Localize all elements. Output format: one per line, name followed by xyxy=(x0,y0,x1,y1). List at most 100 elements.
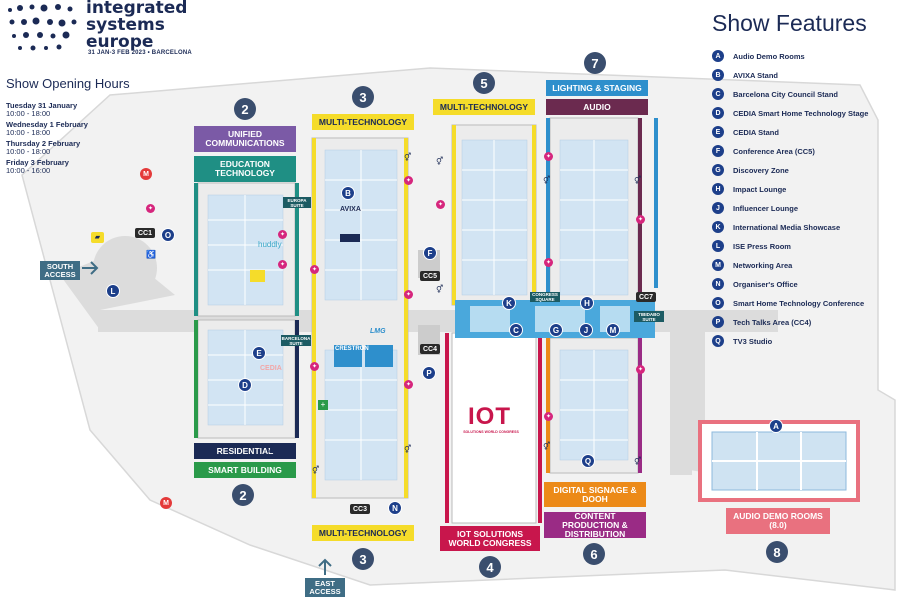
map-marker-g[interactable]: G xyxy=(549,323,563,337)
service-point-icon: ✦ xyxy=(544,412,553,421)
hall-label-lighting-staging[interactable]: LIGHTING & STAGING xyxy=(546,80,648,96)
hall-label-smart-building[interactable]: SMART BUILDING xyxy=(194,462,296,478)
map-marker-a[interactable]: A xyxy=(769,419,783,433)
hall-label-audio-demo-rooms[interactable]: AUDIO DEMO ROOMS (8.0) xyxy=(726,508,830,534)
map-marker-e[interactable]: E xyxy=(252,346,266,360)
cedia-logo: CEDIA xyxy=(260,365,282,372)
tibidabo-suite-label[interactable]: TIBIDABO SUITE xyxy=(634,311,664,322)
hall-label-residential[interactable]: RESIDENTIAL xyxy=(194,443,296,459)
service-point-icon: ✦ xyxy=(278,260,287,269)
hall-label-digital-signage[interactable]: DIGITAL SIGNAGE & DOOH xyxy=(544,482,646,507)
feature-label: Discovery Zone xyxy=(733,165,789,175)
feature-label: Smart Home Technology Conference xyxy=(733,298,865,308)
toilet-icon: ⚥ xyxy=(404,153,412,162)
map-marker-c[interactable]: C xyxy=(509,323,523,337)
hall-label-audio[interactable]: AUDIO xyxy=(546,99,648,115)
europa-suite-label[interactable]: EUROPA SUITE xyxy=(283,197,311,208)
toilet-icon: ⚥ xyxy=(543,176,551,185)
cc3-label[interactable]: CC3 xyxy=(350,504,370,514)
map-marker-l[interactable]: L xyxy=(106,284,120,298)
iot-logo: IOT xyxy=(468,403,511,430)
feature-label: CEDIA Smart Home Technology Stage xyxy=(733,108,869,118)
feature-label: Tech Talks Area (CC4) xyxy=(733,317,812,327)
east-access-label[interactable]: EAST ACCESS xyxy=(305,578,345,597)
toilet-icon: ⚥ xyxy=(543,442,551,451)
congress-square-label[interactable]: CONGRESS SQUARE xyxy=(530,292,560,302)
map-marker-j[interactable]: J xyxy=(579,323,593,337)
service-point-icon: ✦ xyxy=(544,258,553,267)
service-point-icon: ✦ xyxy=(146,204,155,213)
hall-label-multi-technology-5[interactable]: MULTI-TECHNOLOGY xyxy=(433,99,535,115)
map-marker-b[interactable]: B xyxy=(341,186,355,200)
hall-number-4[interactable]: 4 xyxy=(479,556,501,578)
service-point-icon: ✦ xyxy=(310,265,319,274)
toilet-icon: ⚥ xyxy=(436,157,444,166)
service-point-icon: ✦ xyxy=(404,290,413,299)
hall-number-2[interactable]: 2 xyxy=(232,484,254,506)
lmg-logo: LMG xyxy=(370,328,386,335)
logo-dates: 31 JAN-3 FEB 2023 • BARCELONA xyxy=(88,50,192,56)
barcelona-suite-label[interactable]: BARCELONA SUITE xyxy=(281,335,311,346)
logo-line: integrated xyxy=(86,0,188,18)
hall-label-multi-technology-3[interactable]: MULTI-TECHNOLOGY xyxy=(312,525,414,541)
feature-letter-badge: F xyxy=(712,145,724,157)
hours-day: Friday 3 February xyxy=(6,158,69,167)
map-marker-o[interactable]: O xyxy=(161,228,175,242)
hours-day: Thursday 2 February xyxy=(6,139,81,148)
map-marker-k[interactable]: K xyxy=(502,296,516,310)
logo-line: europe xyxy=(86,32,154,52)
hall-number-8[interactable]: 8 xyxy=(766,541,788,563)
service-point-icon: ✦ xyxy=(404,380,413,389)
hall-label-content-production[interactable]: CONTENT PRODUCTION & DISTRIBUTION xyxy=(544,511,646,538)
hall-label-education-technology[interactable]: EDUCATION TECHNOLOGY xyxy=(194,156,296,182)
hall-number-3[interactable]: 3 xyxy=(352,548,374,570)
map-marker-d[interactable]: D xyxy=(238,378,252,392)
hall-number-2[interactable]: 2 xyxy=(234,98,256,120)
hours-time: 10:00 - 16:00 xyxy=(6,166,51,175)
cc5-label[interactable]: CC5 xyxy=(420,271,440,281)
hall-number-3[interactable]: 3 xyxy=(352,86,374,108)
cc4-label[interactable]: CC4 xyxy=(420,344,440,354)
map-marker-h[interactable]: H xyxy=(580,296,594,310)
south-access-label[interactable]: SOUTH ACCESS xyxy=(40,261,80,280)
feature-label: Barcelona City Council Stand xyxy=(733,89,839,99)
toilet-icon: ⚥ xyxy=(634,176,642,185)
hall-label-iot-solutions[interactable]: IOT SOLUTIONS WORLD CONGRESS xyxy=(440,526,540,551)
hours-time: 10:00 - 18:00 xyxy=(6,147,51,156)
map-marker-f[interactable]: F xyxy=(423,246,437,260)
hall-number-5[interactable]: 5 xyxy=(473,72,495,94)
metro-icon: M xyxy=(140,168,152,180)
map-marker-p[interactable]: P xyxy=(422,366,436,380)
map-marker-q[interactable]: Q xyxy=(581,454,595,468)
service-point-icon: ✦ xyxy=(278,230,287,239)
toilet-icon: ⚥ xyxy=(312,466,320,475)
cc7-label[interactable]: CC7 xyxy=(636,292,656,302)
hall-number-7[interactable]: 7 xyxy=(584,52,606,74)
feature-label: Networking Area xyxy=(733,260,793,270)
map-marker-n[interactable]: N xyxy=(388,501,402,515)
map-marker-m[interactable]: M xyxy=(606,323,620,337)
hall-label-multi-technology-3[interactable]: MULTI-TECHNOLOGY xyxy=(312,114,414,130)
hall-number-6[interactable]: 6 xyxy=(583,543,605,565)
cc1-label[interactable]: CC1 xyxy=(135,228,155,238)
hall-label-unified-communications[interactable]: UNIFIED COMMUNICATIONS xyxy=(194,126,296,152)
feature-label: TV3 Studio xyxy=(733,336,773,346)
